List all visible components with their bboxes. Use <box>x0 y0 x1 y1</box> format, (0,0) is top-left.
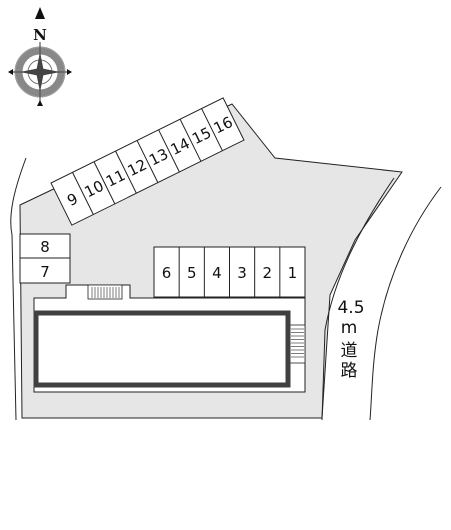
parking-divider <box>158 129 180 173</box>
stairs <box>288 324 306 364</box>
compass-rose-icon <box>8 42 72 106</box>
road-unit-label: m <box>341 318 358 338</box>
parking-space-2: 2 <box>262 264 272 282</box>
entrance-hatch <box>87 284 123 300</box>
road-width-label: 4.5 <box>337 298 364 318</box>
parking-left-column: 8 7 <box>19 233 71 284</box>
parking-divider <box>179 118 202 162</box>
road-edge-left <box>321 177 395 421</box>
parking-space-6: 6 <box>162 264 172 282</box>
parking-space-7: 7 <box>40 263 50 281</box>
compass-arrow-icon <box>35 7 45 19</box>
parking-divider <box>201 108 223 151</box>
parking-divider <box>72 172 94 215</box>
compass-north-label: N <box>33 26 47 44</box>
compass: N <box>8 7 72 106</box>
parking-space-1: 1 <box>288 264 298 282</box>
parking-divider <box>93 161 116 205</box>
parking-divider <box>136 140 159 183</box>
left-boundary-line <box>10 157 27 421</box>
parking-space-3: 3 <box>237 264 247 282</box>
road-edge-right <box>369 186 442 421</box>
road-label: 4.5 m 道 路 <box>337 298 364 381</box>
parking-space-8: 8 <box>40 238 50 256</box>
parking-divider <box>115 150 137 194</box>
main-building <box>33 310 291 388</box>
road-name-line2: 路 <box>341 361 358 381</box>
parking-space-4: 4 <box>212 264 222 282</box>
parking-space-5: 5 <box>187 264 197 282</box>
road-name-line1: 道 <box>341 341 358 361</box>
